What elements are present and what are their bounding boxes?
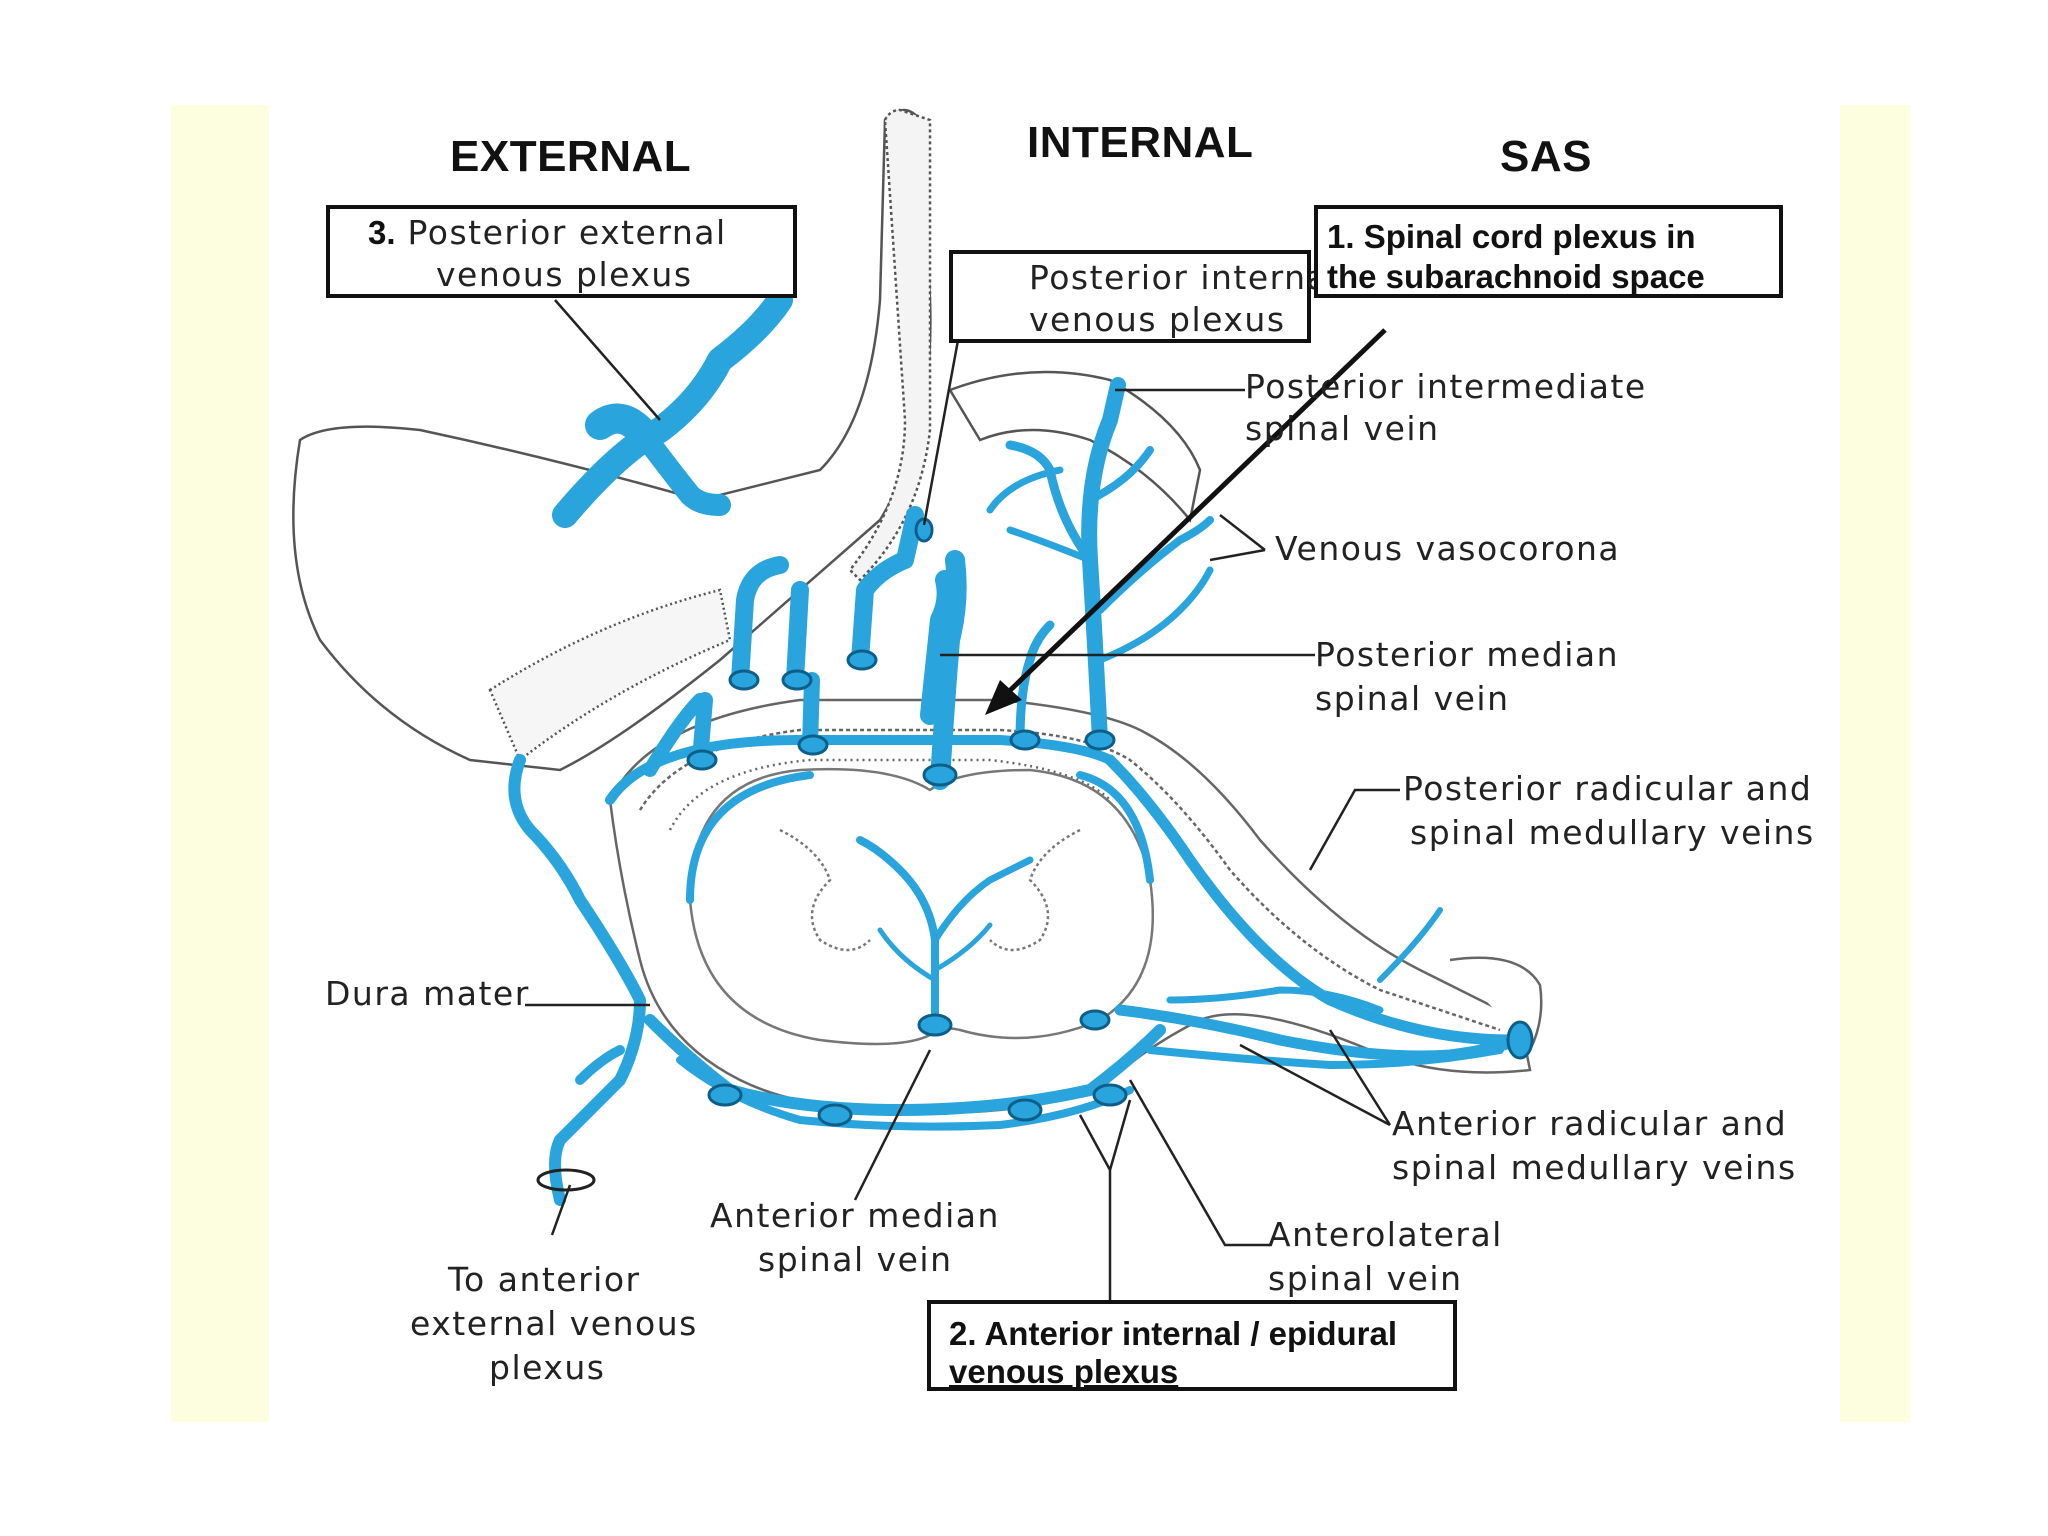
label-posterior-intermediate-line1: Posterior intermediate [1245,367,1647,406]
box2-line1: 2. Anterior internal / epidural [949,1315,1398,1352]
box-posterior-external-plexus: 3. Posterior external venous plexus [326,205,797,298]
label-anterior-median-line2: spinal vein [758,1240,953,1279]
arrow-spinal-cord-plexus [985,328,1387,715]
box-posterior-internal-plexus: Posterior internal venous plexus [949,250,1337,343]
left-margin-band [171,105,269,1422]
label-to-anterior-line2: external venous [410,1304,698,1343]
box3-line2: venous plexus [436,255,693,294]
box1-line1: 1. Spinal cord plexus in [1327,218,1696,255]
label-anterolateral-line1: Anterolateral [1268,1215,1503,1254]
label-to-anterior-line1: To anterior [448,1260,641,1299]
heading-internal: INTERNAL [1027,118,1254,167]
box2-line2: venous plexus [949,1353,1179,1390]
right-margin-band [1840,105,1910,1422]
heading-external: EXTERNAL [450,132,692,181]
label-to-anterior-line3: plexus [489,1348,606,1387]
label-posterior-intermediate-line2: spinal vein [1245,409,1440,448]
vein-network [508,287,1526,1206]
label-posterior-radicular-line2: spinal medullary veins [1410,813,1815,852]
box1-line2: the subarachnoid space [1327,258,1705,295]
box-spinal-cord-plexus: 1. Spinal cord plexus in the subarachnoi… [1314,205,1783,298]
posterior-internal-line1: Posterior internal [1029,258,1339,297]
heading-sas: SAS [1500,132,1592,181]
vertebral-arch [292,108,1202,772]
vein-cut-ends [686,517,1534,1127]
box3-number: 3. [368,214,396,251]
box3-line1: Posterior external [407,213,727,252]
label-posterior-median-line1: Posterior median [1315,635,1620,674]
label-anterior-radicular-line1: Anterior radicular and [1392,1104,1788,1143]
label-posterior-median-line2: spinal vein [1315,679,1510,718]
posterior-internal-line2: venous plexus [1029,300,1286,339]
label-anterior-radicular-line2: spinal medullary veins [1392,1148,1797,1187]
label-venous-vasocorona: Venous vasocorona [1275,529,1621,568]
vein-ring-left [536,1168,596,1192]
label-anterior-median-line1: Anterior median [710,1196,1000,1235]
label-posterior-radicular-line1: Posterior radicular and [1403,769,1813,808]
box-anterior-internal-epidural-plexus: 2. Anterior internal / epidural venous p… [927,1300,1457,1391]
label-anterolateral-line2: spinal vein [1268,1259,1463,1298]
label-dura-mater: Dura mater [325,974,530,1013]
